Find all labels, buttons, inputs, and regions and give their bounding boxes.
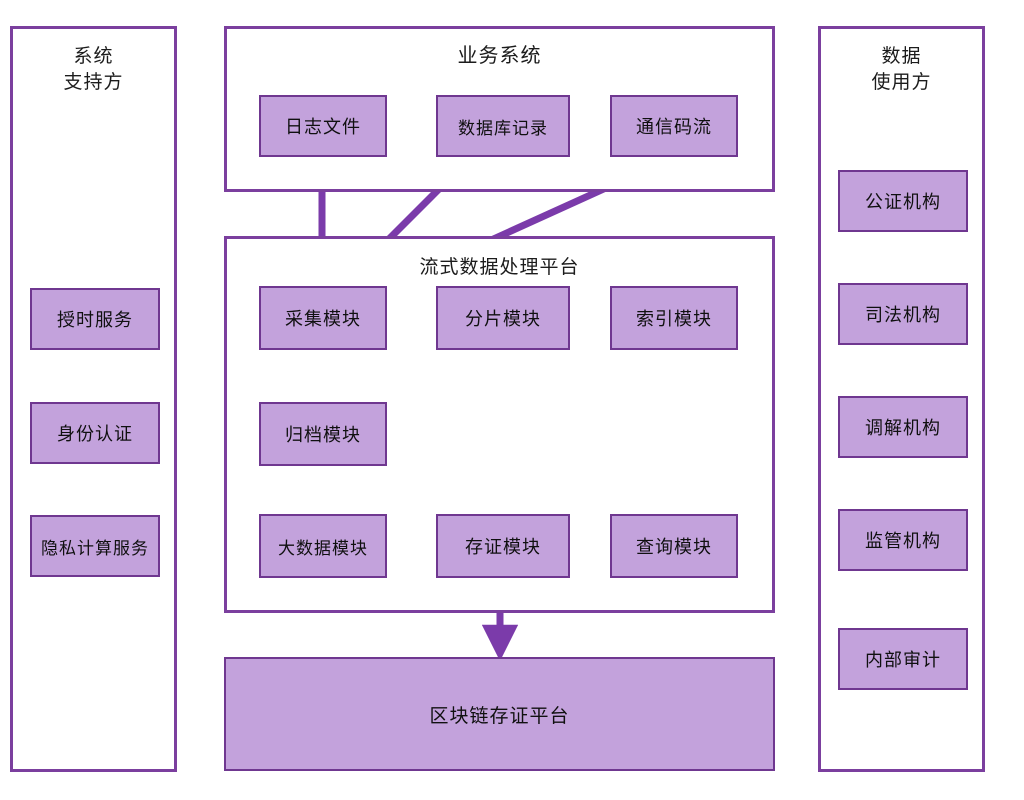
module-index[interactable]: 索引模块 — [610, 286, 738, 350]
business-system-title: 业务系统 — [457, 43, 542, 67]
module-collect-label: 采集模块 — [285, 309, 361, 330]
module-archive[interactable]: 归档模块 — [259, 402, 387, 466]
module-shard-label: 分片模块 — [465, 309, 541, 330]
left-panel-title: 系统 支持方 — [63, 45, 124, 93]
left-item-identity-auth-label: 身份认证 — [57, 424, 133, 445]
module-evidence-label: 存证模块 — [465, 537, 541, 558]
right-item-regulator[interactable]: 监管机构 — [838, 509, 968, 571]
module-shard[interactable]: 分片模块 — [436, 286, 570, 350]
module-query[interactable]: 查询模块 — [610, 514, 738, 578]
right-item-notary[interactable]: 公证机构 — [838, 170, 968, 232]
source-db-record[interactable]: 数据库记录 — [436, 95, 570, 157]
right-item-notary-label: 公证机构 — [865, 192, 941, 213]
right-panel-title: 数据 使用方 — [871, 45, 932, 93]
module-bigdata-label: 大数据模块 — [278, 538, 368, 559]
stream-platform-title: 流式数据处理平台 — [419, 256, 580, 278]
blockchain-evidence-platform-label: 区块链存证平台 — [429, 704, 570, 727]
blockchain-evidence-platform[interactable]: 区块链存证平台 — [224, 657, 775, 771]
right-item-judicial[interactable]: 司法机构 — [838, 283, 968, 345]
right-item-internal-audit-label: 内部审计 — [865, 650, 941, 671]
right-item-regulator-label: 监管机构 — [865, 531, 941, 552]
source-log-file-label: 日志文件 — [285, 117, 361, 138]
source-db-record-label: 数据库记录 — [458, 118, 548, 139]
source-log-file[interactable]: 日志文件 — [259, 95, 387, 157]
left-panel-system-support: 系统 支持方 — [10, 26, 177, 772]
source-comm-stream[interactable]: 通信码流 — [610, 95, 738, 157]
right-item-internal-audit[interactable]: 内部审计 — [838, 628, 968, 690]
left-item-privacy-compute-label: 隐私计算服务 — [41, 538, 149, 559]
module-query-label: 查询模块 — [636, 537, 712, 558]
module-evidence[interactable]: 存证模块 — [436, 514, 570, 578]
module-index-label: 索引模块 — [636, 309, 712, 330]
source-comm-stream-label: 通信码流 — [636, 117, 712, 138]
left-item-time-service[interactable]: 授时服务 — [30, 288, 160, 350]
right-item-mediation[interactable]: 调解机构 — [838, 396, 968, 458]
left-item-privacy-compute[interactable]: 隐私计算服务 — [30, 515, 160, 577]
right-item-mediation-label: 调解机构 — [865, 418, 941, 439]
module-bigdata[interactable]: 大数据模块 — [259, 514, 387, 578]
module-archive-label: 归档模块 — [285, 425, 361, 446]
left-item-time-service-label: 授时服务 — [57, 310, 133, 331]
right-item-judicial-label: 司法机构 — [865, 305, 941, 326]
left-item-identity-auth[interactable]: 身份认证 — [30, 402, 160, 464]
module-collect[interactable]: 采集模块 — [259, 286, 387, 350]
